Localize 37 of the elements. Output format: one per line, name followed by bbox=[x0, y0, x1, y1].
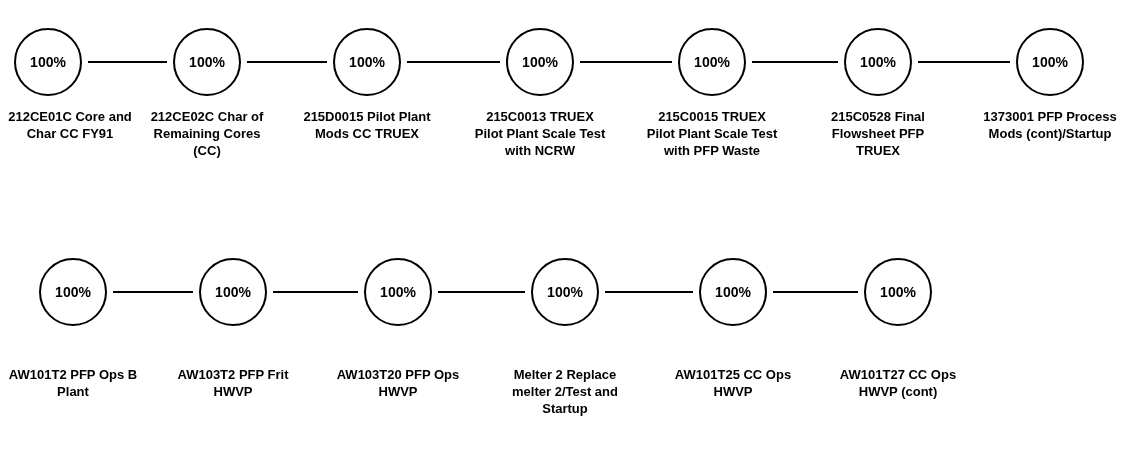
progress-circle: 100% bbox=[699, 258, 767, 326]
task-caption: 212CE02C Char of Remaining Cores (CC) bbox=[149, 108, 265, 159]
progress-circle: 100% bbox=[14, 28, 82, 96]
task-caption: 212CE01C Core and Char CC FY91 bbox=[7, 108, 133, 142]
connector-line bbox=[246, 61, 328, 63]
connector-line bbox=[751, 61, 839, 63]
progress-circle: 100% bbox=[199, 258, 267, 326]
task-caption: AW101T25 CC Ops HWVP bbox=[673, 366, 793, 400]
progress-circle: 100% bbox=[506, 28, 574, 96]
task-caption: 215C0528 Final Flowsheet PFP TRUEX bbox=[830, 108, 926, 159]
task-caption: AW103T20 PFP Ops HWVP bbox=[335, 366, 461, 400]
progress-circle: 100% bbox=[173, 28, 241, 96]
progress-circle: 100% bbox=[864, 258, 932, 326]
task-caption: Melter 2 Replace melter 2/Test and Startup bbox=[511, 366, 619, 417]
progress-circle: 100% bbox=[531, 258, 599, 326]
connector-line bbox=[579, 61, 673, 63]
task-caption: AW103T2 PFP Frit HWVP bbox=[176, 366, 290, 400]
progress-circle: 100% bbox=[1016, 28, 1084, 96]
connector-line bbox=[406, 61, 501, 63]
progress-circle: 100% bbox=[39, 258, 107, 326]
connector-line bbox=[272, 291, 359, 293]
progress-circle: 100% bbox=[364, 258, 432, 326]
connector-line bbox=[112, 291, 194, 293]
progress-circle: 100% bbox=[678, 28, 746, 96]
connector-line bbox=[604, 291, 694, 293]
connector-line bbox=[772, 291, 859, 293]
progress-circle: 100% bbox=[333, 28, 401, 96]
connector-line bbox=[917, 61, 1011, 63]
connector-line bbox=[437, 291, 526, 293]
task-caption: 215C0015 TRUEX Pilot Plant Scale Test with PFP Waste bbox=[645, 108, 779, 159]
task-caption: AW101T27 CC Ops HWVP (cont) bbox=[838, 366, 958, 400]
task-caption: 215C0013 TRUEX Pilot Plant Scale Test with NCRW bbox=[473, 108, 607, 159]
task-caption: 1373001 PFP Process Mods (cont)/Startup bbox=[982, 108, 1118, 142]
task-caption: AW101T2 PFP Ops B Plant bbox=[7, 366, 139, 400]
progress-circle: 100% bbox=[844, 28, 912, 96]
task-caption: 215D0015 Pilot Plant Mods CC TRUEX bbox=[302, 108, 432, 142]
connector-line bbox=[87, 61, 168, 63]
